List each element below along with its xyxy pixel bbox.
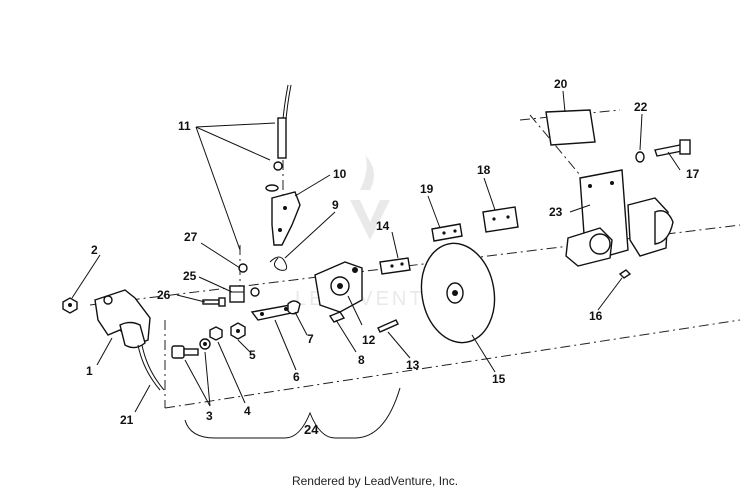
label-21: 21 <box>120 413 134 427</box>
label-11: 11 <box>178 119 191 133</box>
washer-part-27 <box>238 263 260 297</box>
bolt-part-17 <box>654 139 691 157</box>
label-22: 22 <box>634 100 648 114</box>
label-5: 5 <box>249 348 256 362</box>
label-1: 1 <box>86 364 93 378</box>
label-12: 12 <box>362 333 376 347</box>
label-19: 19 <box>420 182 434 196</box>
label-27: 27 <box>184 230 198 244</box>
main-housing-part-23 <box>565 169 674 267</box>
label-14: 14 <box>376 219 390 233</box>
pin-part-13 <box>377 319 399 333</box>
label-2: 2 <box>91 243 98 257</box>
label-26: 26 <box>157 288 171 302</box>
footer-credit: Rendered by LeadVenture, Inc. <box>291 474 459 488</box>
label-17: 17 <box>686 167 700 181</box>
screw-part-26 <box>202 297 226 307</box>
nut-part-5 <box>230 322 246 340</box>
label-13: 13 <box>406 358 420 372</box>
label-15: 15 <box>492 372 506 386</box>
housing-part-12 <box>314 261 363 313</box>
label-8: 8 <box>358 353 365 367</box>
clip-part-7 <box>287 300 301 315</box>
label-10: 10 <box>333 167 347 181</box>
label-25: 25 <box>183 269 197 283</box>
shim-part-19 <box>431 223 463 242</box>
spring-part-9 <box>269 256 288 271</box>
clip-part-8 <box>328 311 346 323</box>
washer-part-22 <box>635 151 645 163</box>
cable-part-11 <box>265 84 292 192</box>
label-9: 9 <box>332 198 339 212</box>
shim-part-18 <box>482 206 519 233</box>
small-bracket-part-25 <box>229 285 245 303</box>
label-3: 3 <box>206 409 213 423</box>
label-23: 23 <box>549 205 563 219</box>
left-bracket-part <box>94 289 165 391</box>
bolt-part-3 <box>171 338 211 359</box>
label-24: 24 <box>304 422 319 437</box>
label-20: 20 <box>554 77 568 91</box>
label-7: 7 <box>307 332 314 346</box>
label-6: 6 <box>293 370 300 384</box>
disc-part-15 <box>420 242 496 344</box>
label-4: 4 <box>244 404 251 418</box>
part-labels: 2 1 21 3 4 5 6 7 8 9 10 11 12 13 14 15 1… <box>86 77 700 437</box>
leader-lines <box>71 90 681 439</box>
nut-part-4 <box>209 326 223 341</box>
decal-part-20 <box>545 109 596 146</box>
nut-part-2 <box>62 297 78 314</box>
lever-bracket-part-10 <box>271 191 301 246</box>
label-16: 16 <box>589 309 603 323</box>
label-18: 18 <box>477 163 491 177</box>
plate-part-14 <box>379 257 411 275</box>
key-part-16 <box>618 269 632 279</box>
